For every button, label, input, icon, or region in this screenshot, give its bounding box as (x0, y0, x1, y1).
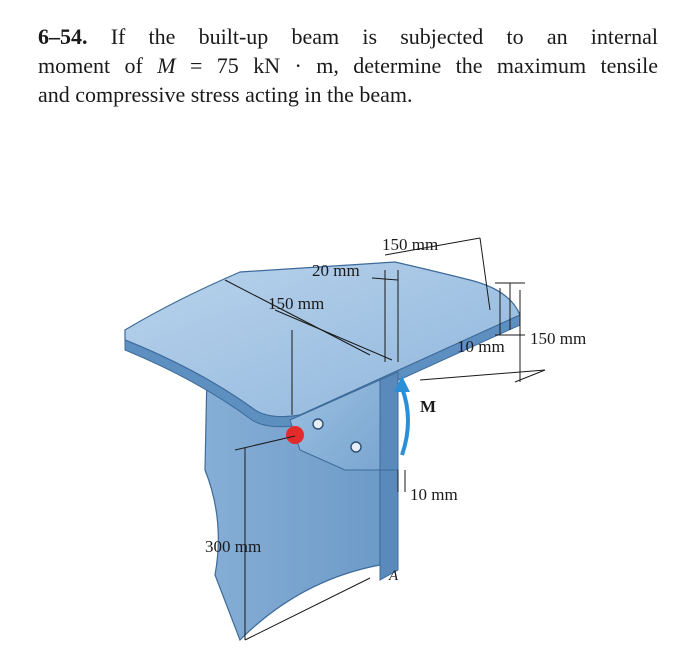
dim-web-thickness: 10 mm (410, 485, 458, 504)
dim-web-height: 300 mm (205, 537, 261, 556)
angle-flange (379, 371, 399, 471)
moment-label: M (420, 397, 436, 416)
dim-flange-width-left: 150 mm (268, 294, 324, 313)
problem-text-2a: moment of (38, 53, 158, 78)
bolt (350, 441, 362, 453)
problem-line-2: moment of M = 75 kN · m, determine the m… (38, 51, 658, 80)
moment-arrowhead (394, 376, 410, 392)
dim-flange-thickness: 20 mm (312, 261, 360, 280)
point-label: A (388, 568, 399, 584)
dimension-lines (224, 237, 546, 641)
dim-flange-width-top: 150 mm (382, 235, 438, 254)
problem-line-1: 6–54. If the built-up beam is subjected … (38, 22, 658, 51)
problem-line-3: and compressive stress acting in the bea… (38, 82, 413, 107)
moment-arrow (400, 387, 410, 456)
problem-statement: 6–54. If the built-up beam is subjected … (38, 22, 658, 109)
problem-text-1: If the built-up beam is subjected to an … (110, 24, 658, 49)
dim-angle-height: 150 mm (530, 329, 586, 348)
dim-web-spacing: 10 mm (457, 337, 505, 356)
marker-dot (286, 426, 304, 444)
problem-number: 6–54. (38, 24, 88, 49)
bolt (312, 418, 324, 430)
problem-text-2b: = 75 kN · m, determine the maximum tensi… (175, 53, 658, 78)
moment-variable: M (157, 53, 176, 78)
